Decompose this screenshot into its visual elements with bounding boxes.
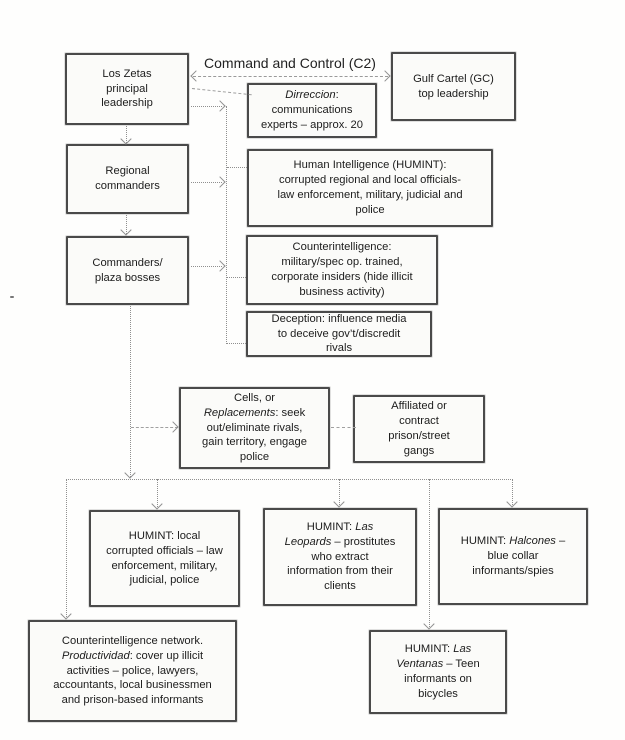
box-counterintelligence: Counterintelligence:military/spec op. tr… (246, 235, 438, 305)
arrow-left-icon (190, 70, 202, 82)
connector-spine-counterintel (227, 277, 246, 278)
arrow-right-icon (214, 176, 226, 188)
connector-zetas-dirreccion (191, 88, 252, 96)
arrow-down-icon (124, 467, 136, 479)
connector-zetas-regional (126, 126, 127, 143)
scan-artifact (10, 296, 14, 298)
connector-drop-network (66, 479, 67, 617)
arrow-right-icon (214, 260, 226, 272)
arrow-down-icon (423, 618, 435, 630)
arrow-right-icon (214, 100, 226, 112)
connector-c2-zetas-gulf (193, 76, 388, 77)
box-humint-corrupted-officials: Human Intelligence (HUMINT):corrupted re… (247, 149, 493, 227)
connector-regional-commanders (126, 215, 127, 234)
arrow-down-icon (60, 608, 72, 620)
connector-regional-spine (191, 182, 222, 183)
connector-commanders-distribution (130, 306, 131, 477)
box-counterintelligence-network: Counterintelligence network.Productivida… (28, 620, 237, 722)
connector-drop-halcones (512, 479, 513, 505)
connector-drop-ventanas (429, 479, 430, 627)
diagram-title: Command and Control (C2) (204, 55, 376, 71)
box-commanders-plaza-bosses: Commanders/plaza bosses (66, 236, 189, 305)
connector-distribution-line (66, 479, 513, 480)
arrow-down-icon (506, 496, 518, 508)
arrow-down-icon (151, 498, 163, 510)
connector-drop-leopards (339, 479, 340, 505)
box-gulf-cartel-leadership: Gulf Cartel (GC)top leadership (391, 52, 516, 121)
arrow-down-icon (120, 224, 132, 236)
connector-spine-deception (227, 343, 246, 344)
arrow-right-icon (167, 421, 179, 433)
connector-commanders-spine (191, 266, 222, 267)
arrow-right-icon (379, 70, 391, 82)
connector-zetas-spine (191, 106, 222, 107)
connector-spine-vertical (226, 106, 227, 344)
arrow-down-icon (333, 496, 345, 508)
connector-drop-humint-local (157, 479, 158, 507)
connector-spine-humint (227, 167, 247, 168)
arrow-down-icon (120, 133, 132, 145)
connector-cells-affiliated (331, 427, 356, 428)
connector-to-cells (131, 427, 178, 428)
